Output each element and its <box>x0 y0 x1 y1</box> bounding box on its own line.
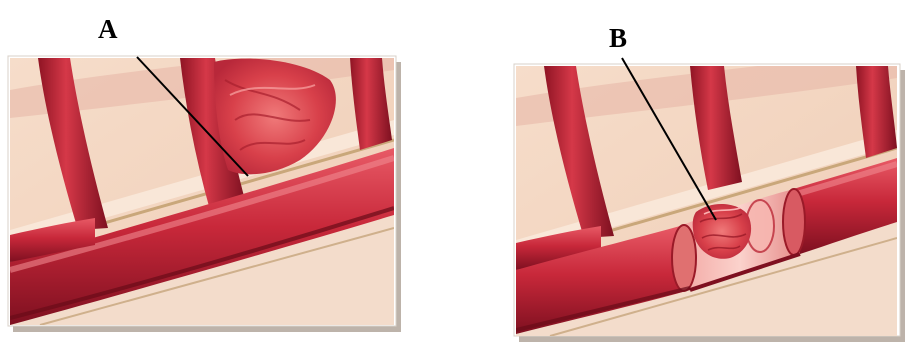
panel-b <box>514 48 905 342</box>
panel-label-a: A <box>98 16 118 43</box>
panel-a <box>8 40 401 332</box>
panel-label-b: B <box>609 25 627 52</box>
